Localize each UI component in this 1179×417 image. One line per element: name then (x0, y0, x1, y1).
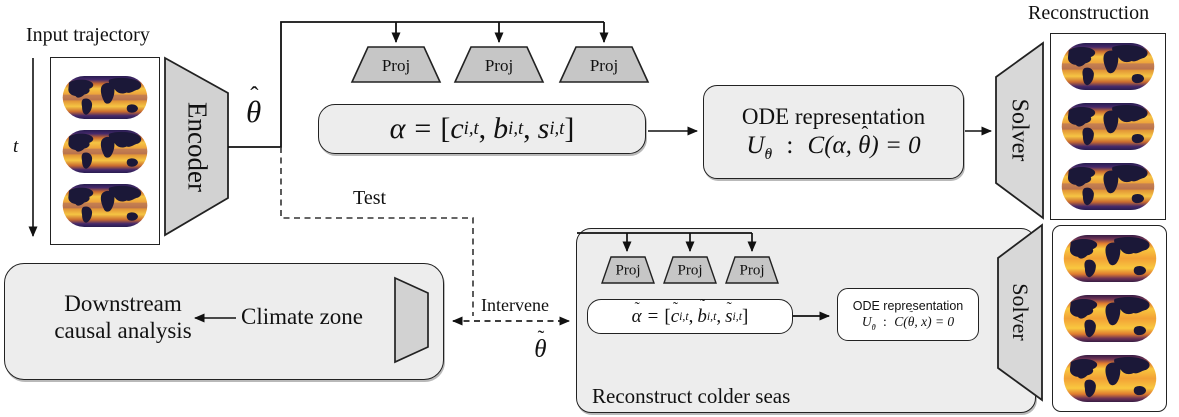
earth-map-thumbnail (1063, 354, 1157, 403)
earth-map-thumbnail (62, 183, 148, 228)
earth-map-thumbnail (62, 75, 148, 120)
ode-representation-box-small: ODE representation U˜θ : C(˜θ, x) = 0 (837, 288, 979, 341)
term-b: b (493, 112, 509, 145)
earth-map-thumbnail (1061, 42, 1155, 91)
proj-label-5: Proj (677, 262, 703, 279)
proj-label-4: Proj (615, 262, 641, 279)
time-label: t (13, 136, 19, 157)
downstream-analysis-box: Downstream causal analysis Climate zone (4, 263, 444, 380)
downstream-label: Downstream causal analysis (54, 291, 192, 344)
script-u-symbol: U (746, 132, 765, 159)
earth-map-thumbnail (62, 129, 148, 174)
term-c: c (450, 112, 464, 145)
proj-label-6: Proj (739, 262, 765, 279)
ode-title: ODE representation (741, 104, 926, 129)
solver-label-bottom: Solver (1008, 283, 1033, 341)
earth-map-thumbnail (1063, 234, 1157, 283)
earth-map-thumbnail (1063, 294, 1157, 343)
intervene-label: Intervene (481, 295, 549, 315)
input-trajectory-box (50, 57, 160, 245)
input-trajectory-label: Input trajectory (26, 24, 150, 46)
ode-small-title: ODE representation (852, 299, 964, 313)
reconstruction-label: Reconstruction (1028, 2, 1150, 24)
solver-label-top: Solver (1006, 98, 1033, 162)
reconstruction-box-bottom (1052, 225, 1167, 412)
ode-small-equation: U˜θ : C(˜θ, x) = 0 (861, 308, 955, 332)
proj-label-3: Proj (589, 56, 619, 75)
test-label: Test (353, 187, 387, 209)
proj-label-2: Proj (484, 56, 514, 75)
reconstruct-colder-seas-label: Reconstruct colder seas (592, 384, 791, 408)
reconstruction-box-top (1050, 33, 1166, 220)
climate-zone-label: Climate zone (241, 304, 363, 329)
term-s: s (537, 112, 550, 145)
alpha-symbol: α (389, 112, 406, 145)
encoder-label: Encoder (182, 102, 213, 192)
script-u-symbol: U (861, 314, 872, 329)
proj-label-1: Proj (381, 56, 411, 75)
earth-map-thumbnail (1061, 102, 1155, 151)
earth-map-thumbnail (1061, 162, 1155, 211)
theta-tilde-label: ˜θ (534, 327, 547, 363)
